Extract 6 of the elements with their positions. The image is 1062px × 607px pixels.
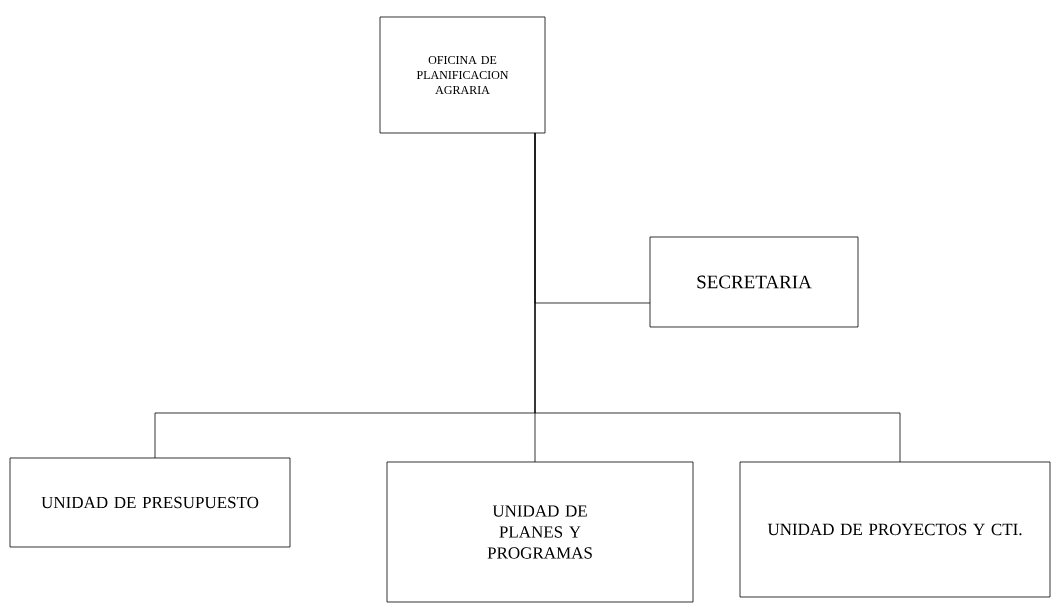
unit-box: SECRETARIA (649, 236, 859, 328)
unit-box: UNIDAD DE PRESUPUESTO (9, 457, 291, 548)
connector-line (534, 132, 901, 463)
title-box: OFICINA DE PLANIFICACION AGRARIA (379, 16, 546, 134)
unit-box: UNIDAD DE PLANES Y PROGRAMAS (386, 461, 694, 603)
unit-box: UNIDAD DE PROYECTOS Y CTI. (739, 461, 1051, 598)
